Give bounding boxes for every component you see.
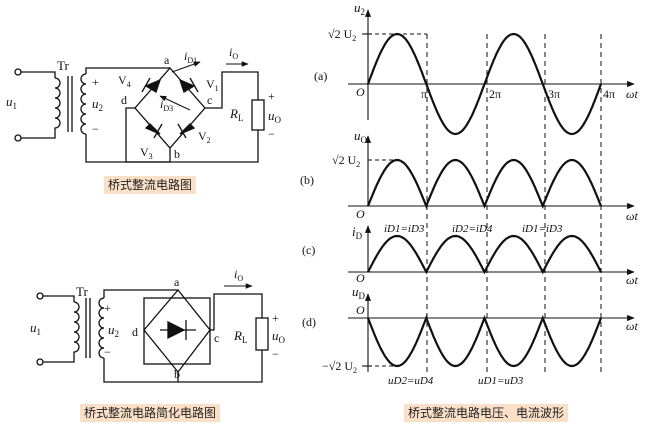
c1-u2-minus: − bbox=[92, 122, 99, 136]
caption-waveforms: 桥式整流电路电压、电流波形 bbox=[404, 404, 569, 422]
wave-c-id bbox=[367, 234, 602, 275]
diode-symbol bbox=[160, 320, 196, 340]
wave-c-label-1: iD1=iD3 bbox=[384, 223, 425, 235]
wave-b-uo bbox=[366, 158, 603, 209]
wave-a-tag: (a) bbox=[314, 69, 327, 83]
wave-a-tick-2pi: 2π bbox=[489, 87, 501, 101]
c1-tr-label: Tr bbox=[57, 58, 69, 73]
diode-v4 bbox=[141, 77, 162, 93]
wave-c-label-3: iD1=iD3 bbox=[522, 223, 563, 235]
wave-a-ylabel: u2 bbox=[354, 0, 365, 17]
caption-simplified-circuit: 桥式整流电路简化电路图 bbox=[80, 404, 221, 422]
c2-node-a: a bbox=[174, 275, 180, 289]
wave-a-u2 bbox=[366, 32, 603, 136]
wave-d-ud bbox=[366, 314, 603, 368]
wave-c-label-2: iD2=iD4 bbox=[452, 223, 493, 235]
c2-u1-label: u1 bbox=[30, 320, 41, 337]
c1-v1-label: V1 bbox=[206, 77, 219, 93]
c1-io-label: iO bbox=[229, 45, 238, 61]
wave-b-tag: (b) bbox=[300, 173, 314, 187]
wave-c-tag: (c) bbox=[302, 243, 315, 257]
wave-b-xlabel: ωt bbox=[626, 209, 638, 223]
c1-u1-label: u1 bbox=[6, 94, 17, 111]
c2-rl-label: RL bbox=[233, 328, 247, 345]
c1-id1-label: iD1 bbox=[184, 49, 197, 65]
wave-c-origin: O bbox=[356, 271, 365, 285]
c2-node-d: d bbox=[132, 325, 138, 339]
diode-v2 bbox=[177, 123, 196, 139]
c1-node-c: c bbox=[207, 93, 212, 107]
c1-v2-label: V2 bbox=[198, 129, 211, 145]
diode-v3 bbox=[144, 123, 163, 139]
caption-bridge-circuit: 桥式整流电路图 bbox=[104, 176, 197, 194]
wave-a-tick-pi: π bbox=[421, 87, 427, 101]
wave-c-xlabel: ωt bbox=[626, 273, 638, 287]
c1-node-a: a bbox=[164, 53, 170, 67]
c1-uo-label: uO bbox=[268, 108, 282, 125]
wave-d-label-2: uD1=uD3 bbox=[478, 375, 524, 387]
bridge-rectifier-circuit bbox=[14, 67, 265, 163]
c1-node-b: b bbox=[174, 147, 180, 161]
simplified-bridge-circuit bbox=[36, 288, 269, 383]
c2-tr-label: Tr bbox=[76, 284, 88, 299]
current-arrow-id3 bbox=[159, 95, 191, 111]
waveform-curves bbox=[366, 32, 603, 368]
c1-v3-label: V3 bbox=[140, 145, 153, 161]
wave-b-ylabel: uO bbox=[354, 128, 368, 145]
wave-d-ylabel: uD bbox=[352, 284, 366, 301]
c2-io-label: iO bbox=[234, 267, 243, 283]
c1-node-d: d bbox=[121, 93, 127, 107]
c2-node-b: b bbox=[174, 367, 180, 381]
c2-u2-plus: + bbox=[104, 301, 111, 315]
c2-node-c: c bbox=[214, 331, 219, 345]
wave-a-origin: O bbox=[356, 85, 365, 99]
diode-v1 bbox=[178, 77, 199, 93]
c1-u2-label: u2 bbox=[92, 96, 103, 113]
c1-u2-plus: + bbox=[92, 75, 99, 89]
wave-a-xlabel: ωt bbox=[626, 87, 638, 101]
wave-c-ylabel: iD bbox=[352, 224, 363, 241]
wave-a-tick-4pi: 4π bbox=[603, 87, 615, 101]
wave-a-tick-3pi: 3π bbox=[548, 87, 560, 101]
wave-d-tag: (d) bbox=[302, 315, 316, 329]
wave-b-origin: O bbox=[356, 207, 365, 221]
current-arrow-id1 bbox=[171, 61, 201, 73]
waveform-axes bbox=[348, 9, 635, 372]
wave-b-peak: √2 U2 bbox=[332, 153, 360, 169]
c2-uo-plus: + bbox=[272, 311, 279, 325]
c2-uo-label: uO bbox=[272, 328, 286, 345]
c1-v4-label: V4 bbox=[118, 73, 131, 89]
c1-uo-plus: + bbox=[268, 89, 275, 103]
c1-id3-label: iD3 bbox=[160, 97, 173, 113]
c1-rl-label: RL bbox=[229, 106, 243, 123]
wave-a-peak: √2 U2 bbox=[328, 27, 356, 43]
wave-d-peak: −√2 U2 bbox=[322, 359, 357, 375]
c2-u2-minus: − bbox=[104, 345, 111, 359]
wave-d-label-1: uD2=uD4 bbox=[388, 375, 434, 387]
c2-uo-minus: − bbox=[272, 347, 279, 361]
c1-uo-minus: − bbox=[268, 127, 275, 141]
wave-d-xlabel: ωt bbox=[626, 319, 638, 333]
c2-u2-label: u2 bbox=[108, 322, 119, 339]
wave-d-origin: O bbox=[356, 303, 365, 317]
